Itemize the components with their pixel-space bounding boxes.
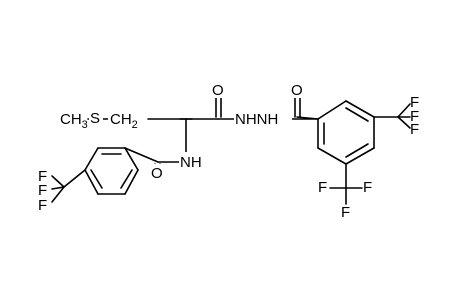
label-cf3-top-f3: F [410,121,419,138]
ring-right-inner-2 [345,143,369,158]
bond-cf3-top-f3 [397,116,411,129]
ring-left-bond-3 [84,169,99,195]
bond-layer [51,97,411,205]
label-cf3-top-f2: F [410,108,419,125]
label-cf3-top-f1: F [410,94,419,111]
label-ch3: CH3 [60,111,88,131]
label-cf3-bottom-left-f: F [318,179,327,196]
bond-cf3-left-f2 [51,186,65,190]
label-cf3-bottom-right-f: F [363,179,372,196]
label-sulfur: S [90,110,100,127]
label-carbonyl-oxygen: O [212,82,224,99]
bond-benzoyl-c [296,116,319,120]
label-cf3-left-f1: F [38,168,47,185]
ring-left-bond-5 [124,169,139,195]
ring-right-inner-1 [345,107,369,122]
label-cf3-left-f3: F [38,197,47,214]
label-benzoyl-oxygen: O [291,82,303,99]
label-cf3-bottom-f: F [341,204,350,221]
ring-left-bond-2 [84,147,99,171]
label-amide-oxygen: O [151,165,163,182]
label-layer: CH3 S CH2 O NHNH O F F F F F F NH O F F … [38,80,419,221]
ring-right-bond-5 [317,147,347,165]
bond-cf3-left-f3 [51,186,65,203]
bond-ring-cf3-left [63,169,86,188]
ring-left-inner-3 [120,169,133,189]
label-hydrazide-nhnh: NHNH [235,111,278,128]
label-ch2: CH2 [110,111,138,131]
label-cf3-left-f2: F [38,182,47,199]
bond-cf3-top-f1 [397,103,411,118]
ring-right-bond-2 [345,100,375,118]
ring-right-bond-4 [345,147,375,165]
bond-amide-ring [124,147,159,163]
ring-left-inner-2 [90,169,103,189]
ring-left-bond-6 [124,147,139,171]
bond-cf3-left-f1 [51,175,65,188]
label-amide-nh: NH [180,154,202,171]
ring-right-bond-1 [317,100,347,120]
